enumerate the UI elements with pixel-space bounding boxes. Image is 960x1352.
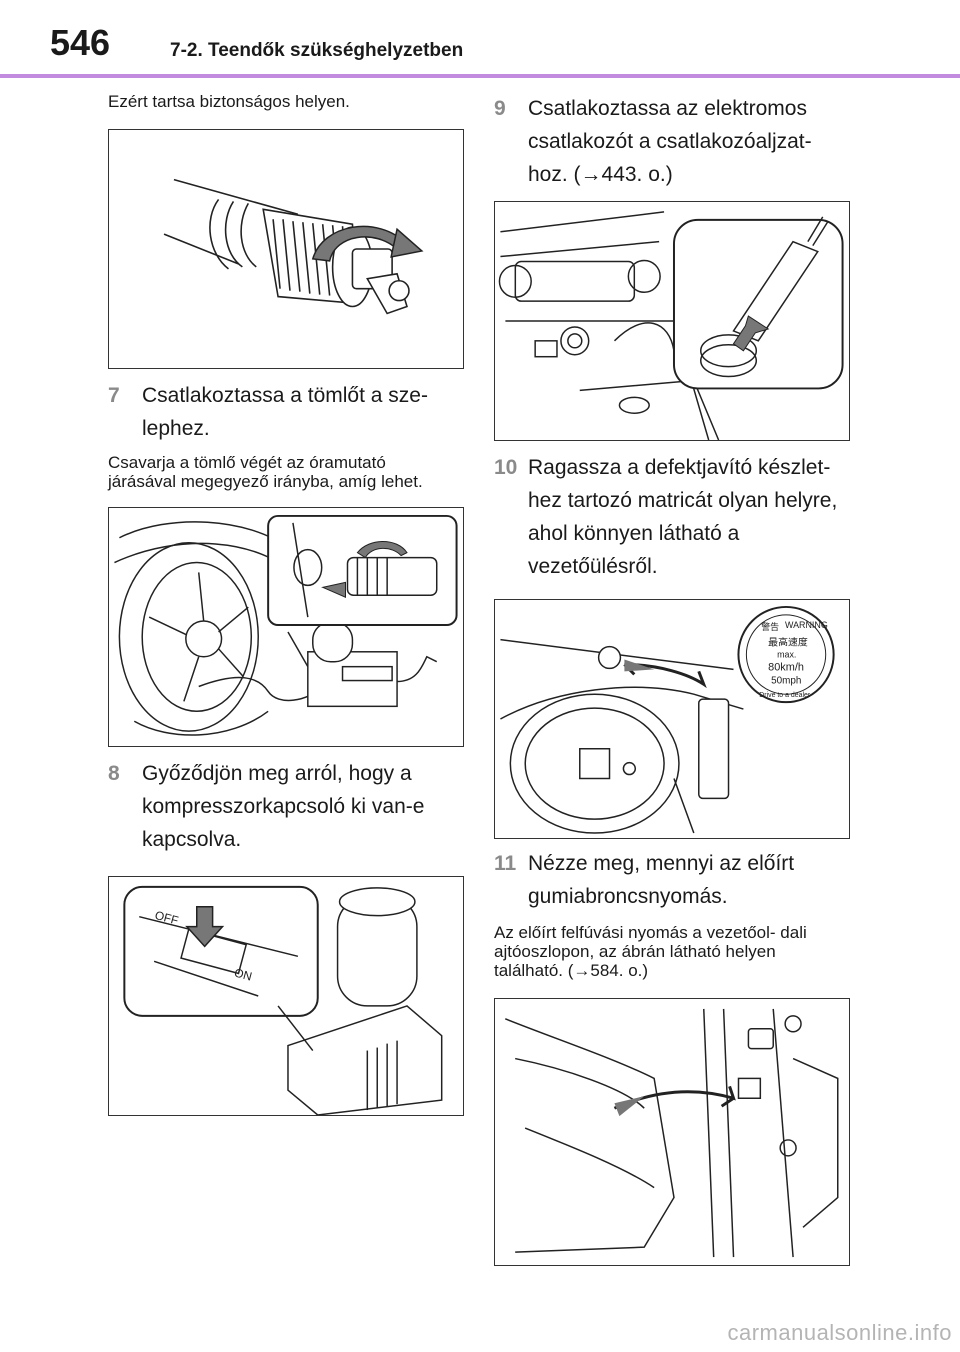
step-7-note: Csavarja a tömlő végét az óramutató járá… xyxy=(108,453,423,491)
header-divider xyxy=(0,74,960,78)
step-8: 8 Győződjön meg arról, hogy a kompresszo… xyxy=(108,757,464,856)
compressor-switch-illustration: OFF ON xyxy=(123,885,443,1115)
figure-compressor-tire xyxy=(108,507,464,747)
sticker-mph: 50mph xyxy=(771,675,801,686)
step-7: 7 Csatlakoztassa a tömlőt a sze- lephez. xyxy=(108,379,464,445)
section-title: 7-2. Teendők szükséghelyzetben xyxy=(170,40,464,61)
door-pillar-illustration xyxy=(504,1008,839,1258)
figure-compressor-switch: OFF ON xyxy=(108,876,464,1116)
hose-valve-illustration xyxy=(163,178,424,315)
step-10-text: Ragassza a defektjavító készlet- hez tar… xyxy=(528,456,838,578)
sticker-drive: Drive to a dealer xyxy=(759,692,811,699)
step-11-number: 11 xyxy=(494,852,517,875)
right-column: 9 Csatlakoztassa az elektromos csatlakoz… xyxy=(494,92,854,1266)
step-8-number: 8 xyxy=(108,762,120,785)
sticker-warning: WARNING xyxy=(785,620,828,630)
figure-hose-valve xyxy=(108,129,464,369)
page-number: 546 xyxy=(50,22,111,63)
footer-watermark: carmanualsonline.info xyxy=(727,1320,952,1345)
left-column: Ezért tartsa biztonságos helyen. xyxy=(108,92,464,1116)
step-11-text: Nézze meg, mennyi az előírt gumiabroncsn… xyxy=(528,852,795,908)
sticker-max: max. xyxy=(777,650,796,660)
step-10: 10 Ragassza a defektjavító készlet- hez … xyxy=(494,451,854,583)
figure-sticker-placement: 警告 WARNING 最高速度 max. 80km/h 50mph Drive … xyxy=(494,599,850,839)
sticker-kanji-speed: 最高速度 xyxy=(768,636,808,649)
intro-text: Ezért tartsa biztonságos helyen. xyxy=(108,92,350,111)
figure-door-pillar xyxy=(494,998,850,1266)
figure-power-outlet xyxy=(494,201,850,441)
sticker-placement-illustration: 警告 WARNING 最高速度 max. 80km/h 50mph Drive … xyxy=(500,605,835,834)
step-7-text: Csatlakoztassa a tömlőt a sze- lephez. xyxy=(142,384,428,440)
step-7-number: 7 xyxy=(108,384,120,407)
step-9-text: Csatlakoztassa az elektromos csatlakozót… xyxy=(528,97,812,186)
step-8-text: Győződjön meg arról, hogy a kompresszork… xyxy=(142,762,425,851)
step-10-number: 10 xyxy=(494,456,518,479)
step-9: 9 Csatlakoztassa az elektromos csatlakoz… xyxy=(494,92,854,191)
sticker-kmh: 80km/h xyxy=(768,661,804,673)
compressor-tire-illustration xyxy=(114,514,458,736)
switch-on-label: ON xyxy=(233,966,254,984)
step-9-number: 9 xyxy=(494,97,506,120)
step-11-note: Az előírt felfúvási nyomás a vezetőol- d… xyxy=(494,923,807,980)
step-11: 11 Nézze meg, mennyi az előírt gumiabron… xyxy=(494,847,854,913)
sticker-kanji-warning: 警告 xyxy=(761,621,779,633)
switch-off-label: OFF xyxy=(153,908,180,928)
power-outlet-illustration xyxy=(498,211,844,440)
